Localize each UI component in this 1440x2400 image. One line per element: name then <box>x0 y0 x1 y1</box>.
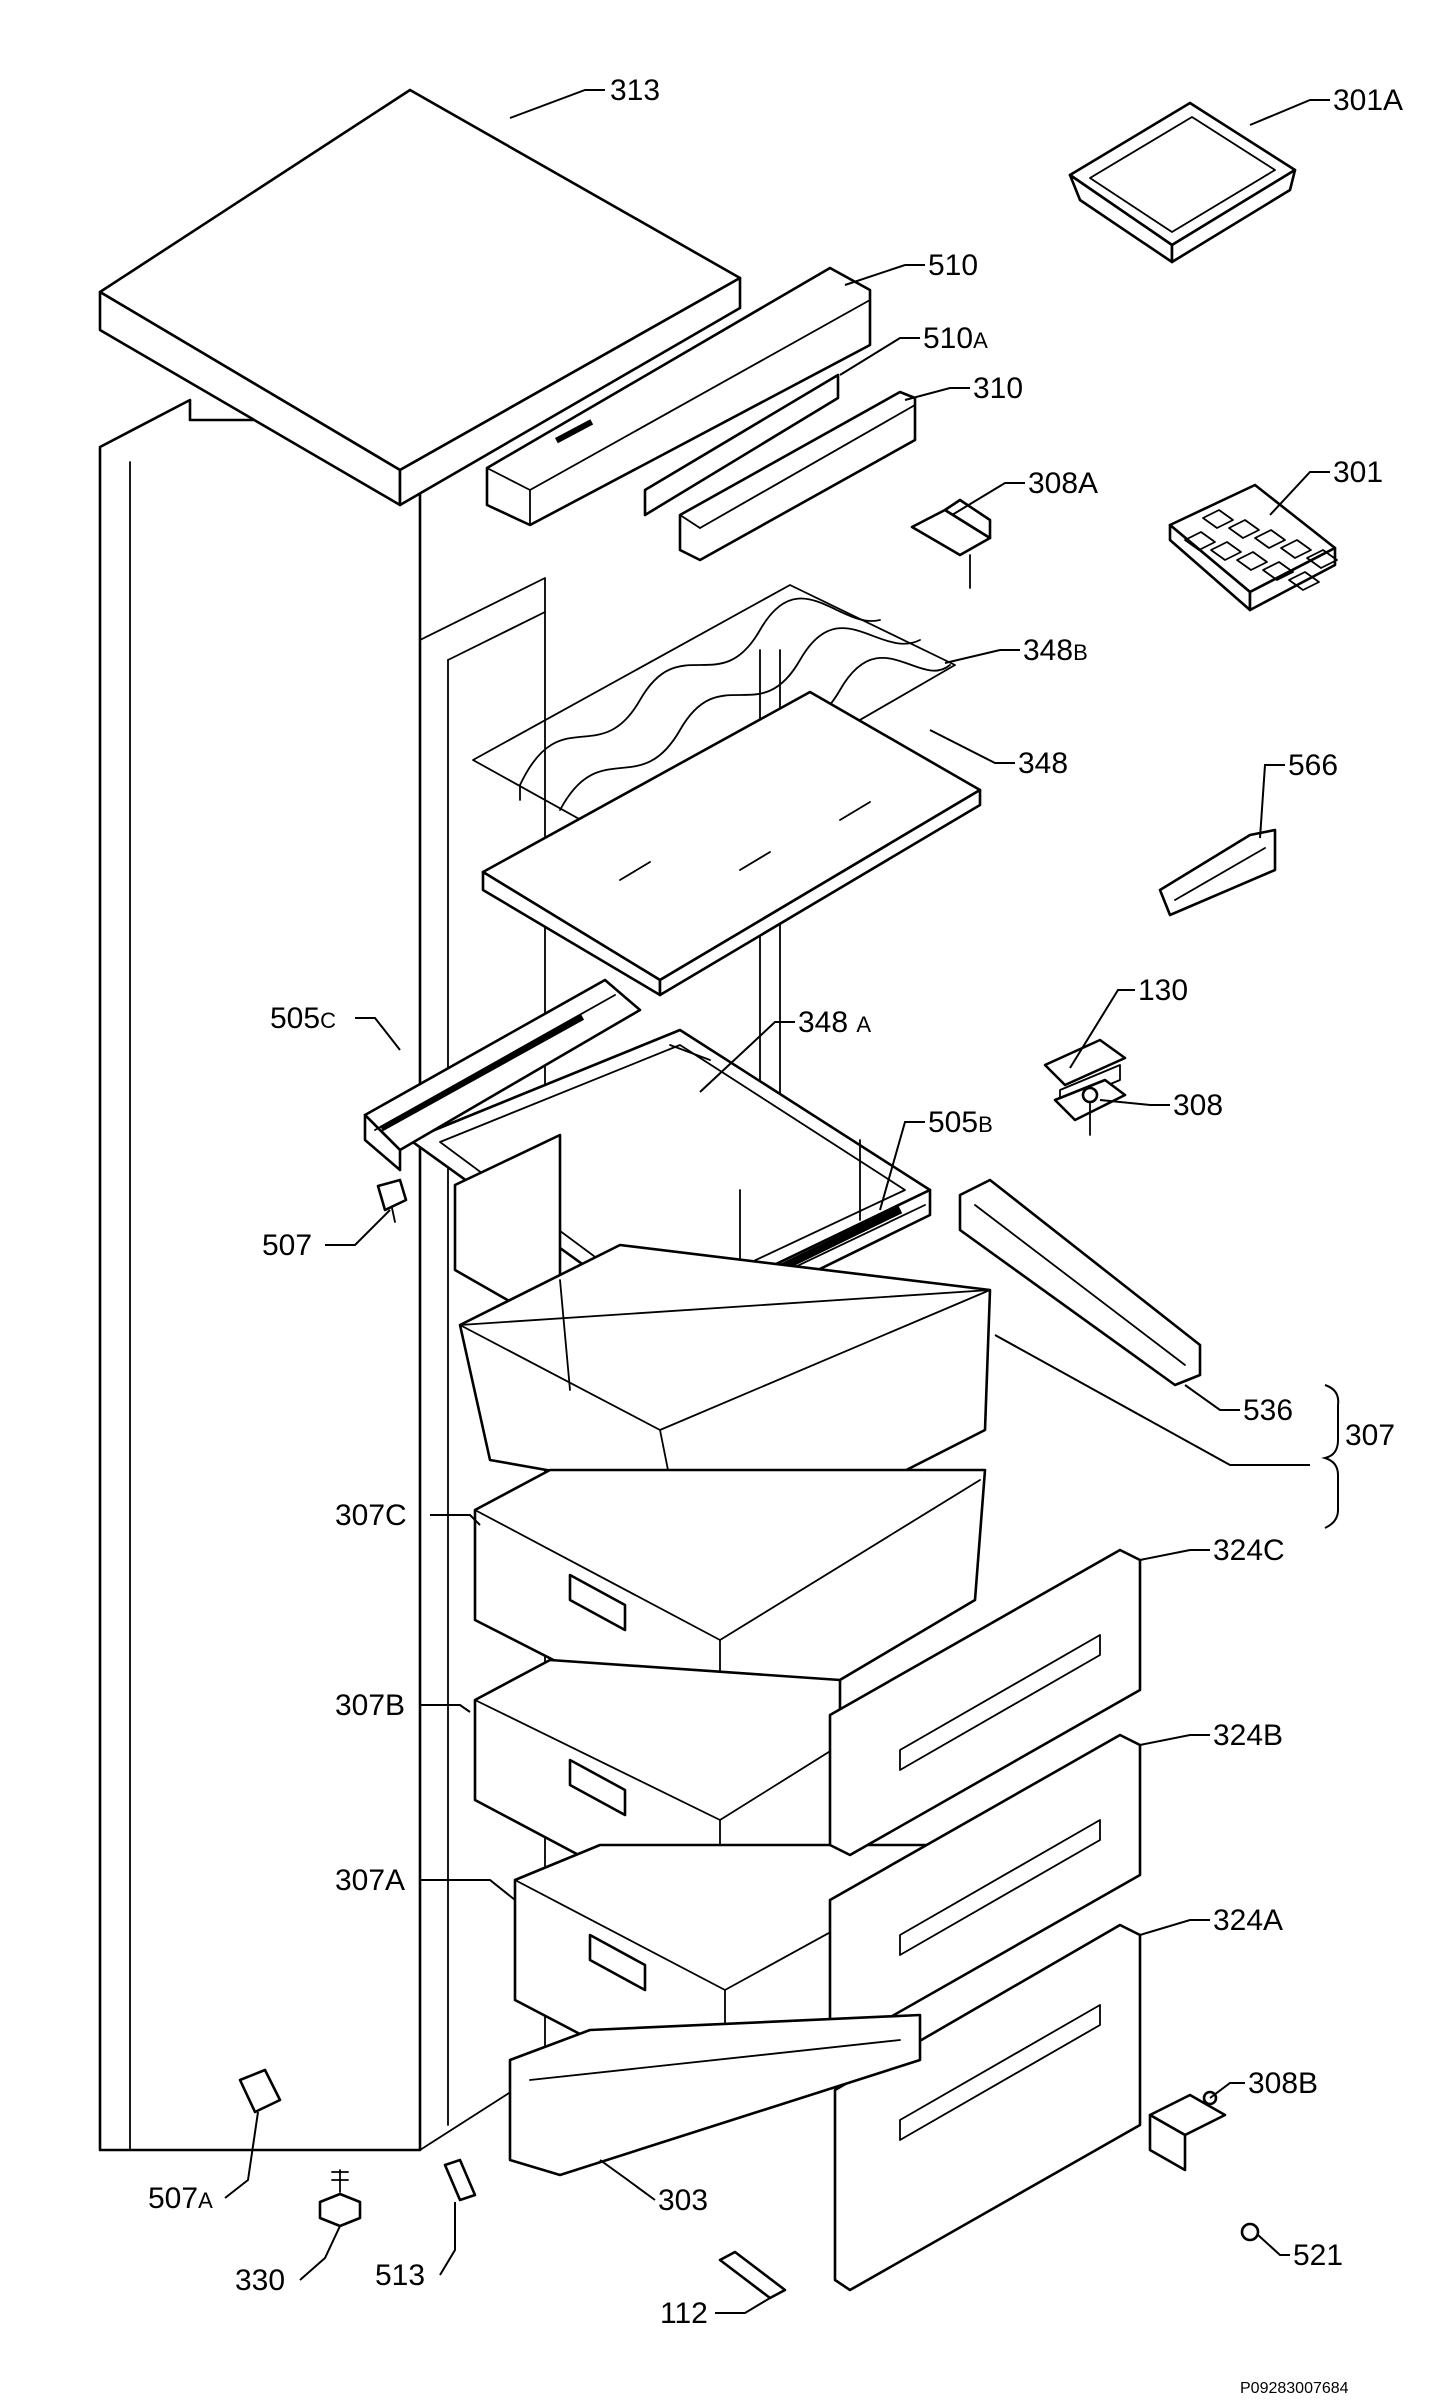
clip-566 <box>1158 828 1277 917</box>
callout-308b: 308B <box>1248 2067 1318 2100</box>
callout-308a: 308A <box>1028 467 1098 500</box>
plug-521 <box>1240 2222 1260 2242</box>
front-trim-505c <box>363 978 642 1172</box>
callout-507a: 507A <box>148 2182 213 2215</box>
callout-313: 313 <box>610 74 660 107</box>
clip-507 <box>376 1178 408 1223</box>
ice-cube-cell <box>1280 539 1312 559</box>
ice-cube-cell <box>1306 549 1338 569</box>
ice-tray-301a <box>1068 101 1297 264</box>
control-panel-cover-510a <box>643 373 840 517</box>
callout-324b: 324B <box>1213 1719 1283 1752</box>
callout-566: 566 <box>1288 749 1338 782</box>
ice-cube-cell <box>1288 571 1320 591</box>
foot-330 <box>318 2169 362 2228</box>
top-cover-313 <box>98 88 742 507</box>
callout-112: 112 <box>660 2297 708 2330</box>
callout-324c: 324C <box>1213 1534 1285 1567</box>
hinge-pin-308 <box>1053 1078 1127 1136</box>
leader-lines <box>224 89 1340 2314</box>
divider-536 <box>958 1178 1202 1387</box>
clip-513 <box>443 2158 477 2202</box>
ice-cube-cell <box>1228 519 1260 539</box>
callout-301: 301 <box>1333 456 1383 489</box>
hinge-bracket-308a <box>910 498 992 589</box>
callout-510: 510 <box>928 249 978 282</box>
callout-308: 308 <box>1173 1089 1223 1122</box>
ice-cube-cell <box>1236 551 1268 571</box>
bottom-panel-303 <box>508 2013 922 2177</box>
callout-307b: 307B <box>335 1689 405 1722</box>
callout-301a: 301A <box>1333 84 1403 117</box>
clip-112 <box>718 2250 787 2300</box>
ice-cube-cell <box>1210 541 1242 561</box>
callout-348: 348 <box>1018 747 1068 780</box>
callout-307: 307 <box>1345 1419 1395 1452</box>
callout-536: 536 <box>1243 1394 1293 1427</box>
callout-labels: 313 301A 510 510A 310 308A 301 348B 348 … <box>148 74 1403 2330</box>
callout-348a: 348 A <box>798 1006 871 1039</box>
drawer-front-324c <box>828 1548 1142 1857</box>
ice-cube-tray-301 <box>1168 483 1338 612</box>
ice-cube-cell <box>1254 529 1286 549</box>
callout-307c: 307C <box>335 1499 407 1532</box>
callout-507: 507 <box>262 1229 312 1262</box>
control-panel-510 <box>485 266 872 527</box>
ice-cube-cell <box>1262 561 1294 581</box>
glass-shelf-348 <box>481 690 982 997</box>
callout-303: 303 <box>658 2184 708 2217</box>
hinge-308b <box>1148 2090 1227 2172</box>
callout-307a: 307A <box>335 1864 405 1897</box>
callout-330: 330 <box>235 2264 285 2297</box>
callout-505b: 505B <box>928 1106 993 1139</box>
callout-521: 521 <box>1293 2239 1343 2272</box>
callout-510a: 510A <box>923 322 988 355</box>
callout-324a: 324A <box>1213 1904 1283 1937</box>
clip-507a <box>238 2068 282 2114</box>
callout-513: 513 <box>375 2259 425 2292</box>
document-id: P09283007684 <box>1240 2380 1349 2397</box>
callout-130: 130 <box>1138 974 1188 1007</box>
callout-310: 310 <box>973 372 1023 405</box>
handle-310 <box>678 390 917 562</box>
ice-cube-cell <box>1184 531 1216 551</box>
drawer-front-324a <box>833 1923 1142 2292</box>
callout-505c: 505C <box>270 1002 336 1035</box>
callout-348b: 348B <box>1023 634 1088 667</box>
ice-cube-cell <box>1202 509 1234 529</box>
